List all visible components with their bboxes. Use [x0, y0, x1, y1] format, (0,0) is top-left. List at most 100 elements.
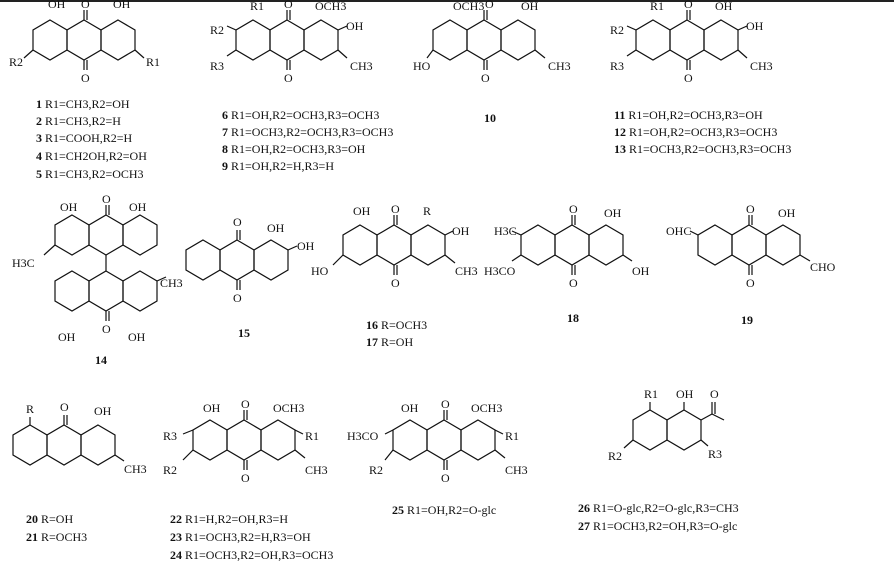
bond-line: [156, 276, 167, 282]
substituent-r1: R1: [305, 429, 319, 443]
substituent-ch3: CH3: [350, 59, 373, 73]
benzene-ring: [342, 224, 378, 266]
bond-line: [444, 230, 454, 236]
benzene-ring: [260, 419, 296, 461]
structure-18: H3C O OH H3CO OH O: [484, 202, 650, 290]
bond-line: [114, 454, 125, 462]
bond-line: [511, 230, 522, 236]
bond-line: [700, 413, 713, 421]
bond-line: [226, 25, 237, 31]
structure-11-13: R1 O OH OH R2 R3 CH3 O: [610, 0, 773, 85]
benzene-ring: [466, 19, 502, 61]
benzene-ring: [410, 224, 446, 266]
benzene-ring: [460, 419, 496, 461]
substituent-r1: R1: [505, 429, 519, 443]
bond-line: [337, 25, 348, 31]
benzene-ring: [588, 224, 624, 266]
substituent-ch3: CH3: [455, 264, 478, 278]
substituent-ch3: CH3: [750, 59, 773, 73]
bond-line: [287, 245, 298, 251]
substituent-oh: OH: [113, 0, 131, 11]
benzene-ring: [219, 239, 255, 281]
benzene-ring: [554, 224, 590, 266]
substituent-r3: R3: [610, 59, 624, 73]
substituent-oh: OH: [632, 264, 650, 278]
benzene-ring: [432, 19, 468, 61]
substituent-och3: OCH3: [273, 401, 304, 415]
bond-line: [626, 49, 637, 57]
substituent-r2: R2: [9, 55, 23, 69]
substituent-h3c: H3C: [494, 224, 517, 238]
substituent-o: O: [485, 0, 494, 11]
benzene-ring: [253, 239, 289, 281]
benzene-ring: [226, 419, 262, 461]
compound-number: 18: [567, 311, 579, 325]
substituent-o: O: [81, 71, 90, 85]
bond-line: [622, 254, 633, 262]
top-border-line: [0, 0, 894, 2]
substituent-r3: R3: [708, 447, 722, 461]
substituent-oh: OH: [346, 19, 364, 33]
substituent-oh: OH: [746, 19, 764, 33]
bond-line: [182, 429, 194, 435]
benzene-ring: [46, 424, 82, 466]
substituent-ho: HO: [311, 264, 329, 278]
bond-line: [494, 429, 504, 435]
benzene-ring: [376, 224, 412, 266]
substituent-o: O: [102, 192, 111, 206]
compound-number: 14: [95, 353, 107, 367]
bond-line: [700, 439, 709, 447]
substituent-ch3: CH3: [548, 59, 571, 73]
benzene-ring: [12, 424, 48, 466]
substituent-r2: R2: [369, 463, 383, 477]
substituent-h3c: H3C: [12, 256, 35, 270]
benzene-ring: [520, 224, 556, 266]
substituent-och3: OCH3: [315, 0, 346, 13]
structure-19: OHC O OH CHO O: [666, 202, 836, 290]
substituent-o: O: [710, 387, 719, 401]
bond-line: [444, 254, 456, 264]
substituent-r3: R3: [163, 429, 177, 443]
substituent-oh: OH: [452, 224, 470, 238]
substituent-r2: R2: [608, 449, 622, 463]
compound-number: 15: [238, 326, 250, 340]
substituent-oh: OH: [94, 404, 112, 418]
substituent-och3: OCH3: [453, 0, 484, 13]
structure-15: O OH OH O: [185, 215, 315, 305]
bond-line: [134, 49, 145, 59]
substituent-o: O: [233, 291, 242, 305]
benzene-ring: [426, 419, 462, 461]
benzene-ring: [54, 214, 90, 256]
substituent-ch3: CH3: [124, 462, 147, 476]
substituent-r1: R1: [650, 0, 664, 13]
substituent-h3co: H3CO: [347, 429, 379, 443]
substituent-r2: R2: [210, 23, 224, 37]
benzene-ring: [632, 409, 668, 451]
substituent-o: O: [441, 397, 450, 411]
benzene-ring: [666, 409, 702, 451]
structure-20-21: R O OH CH3: [12, 400, 147, 476]
structure-22-24: OH O OCH3 R3 R1 R2 CH3 O: [163, 397, 328, 485]
structure-6-9: R1 O OCH3 OH R2 R3 CH3 O: [210, 0, 373, 85]
substituent-o: O: [241, 471, 250, 485]
benzene-ring: [392, 419, 428, 461]
bond-line: [332, 254, 344, 266]
substituent-oh: OH: [353, 204, 371, 218]
compound-number: 19: [741, 313, 753, 327]
benzene-ring: [88, 270, 124, 312]
bond-line: [23, 49, 34, 59]
bond-line: [511, 254, 522, 262]
substituent-r1: R1: [644, 387, 658, 401]
benzene-ring: [697, 224, 733, 266]
